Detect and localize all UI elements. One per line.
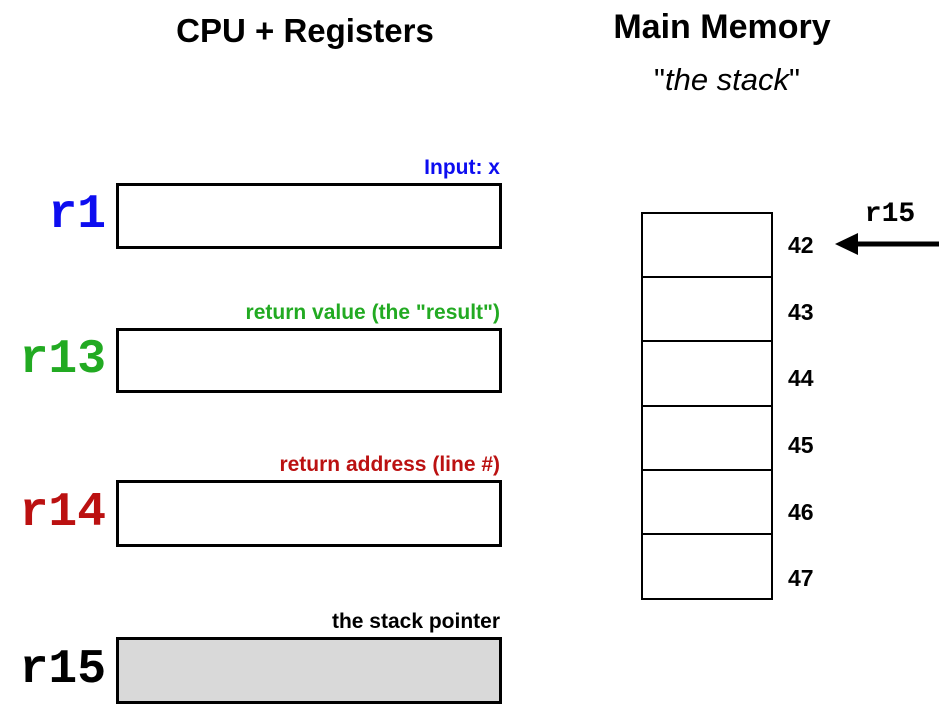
memory-stack (641, 212, 773, 600)
memory-cell-45 (641, 404, 773, 472)
subtitle-text: the stack (664, 62, 790, 97)
register-annotation-r15: the stack pointer (331, 610, 500, 633)
register-box-r14 (116, 480, 502, 547)
memory-address-45: 45 (788, 432, 814, 458)
register-name-r15: r15 (19, 643, 106, 697)
subtitle-open-quote: " (653, 62, 665, 97)
memory-address-44: 44 (788, 365, 814, 391)
register-annotation-r14: return address (line #) (279, 453, 500, 476)
cpu-registers-title: CPU + Registers (176, 12, 434, 49)
register-name-r14: r14 (19, 486, 106, 540)
memory-cell-44 (641, 340, 773, 408)
memory-address-46: 46 (788, 499, 814, 525)
register-annotation-r1: Input: x (424, 156, 500, 179)
memory-cell-47 (641, 532, 773, 600)
register-name-r1: r1 (48, 188, 106, 242)
memory-address-42: 42 (788, 232, 814, 258)
stack-subtitle: "the stack" (560, 62, 894, 98)
stack-pointer-arrow-label: r15 (864, 199, 916, 230)
subtitle-close-quote: " (789, 62, 801, 97)
register-name-r13: r13 (19, 333, 106, 387)
memory-cell-46 (641, 468, 773, 536)
register-box-r1 (116, 183, 502, 249)
memory-address-47: 47 (788, 565, 814, 591)
memory-address-43: 43 (788, 299, 814, 325)
main-memory-title: Main Memory (613, 8, 831, 46)
left-arrow-icon (835, 233, 939, 255)
register-box-r15-stack-pointer (116, 637, 502, 704)
register-box-r13 (116, 328, 502, 393)
register-annotation-r13: return value (the "result") (245, 301, 500, 324)
memory-cell-42 (641, 212, 773, 279)
memory-cell-43 (641, 276, 773, 343)
